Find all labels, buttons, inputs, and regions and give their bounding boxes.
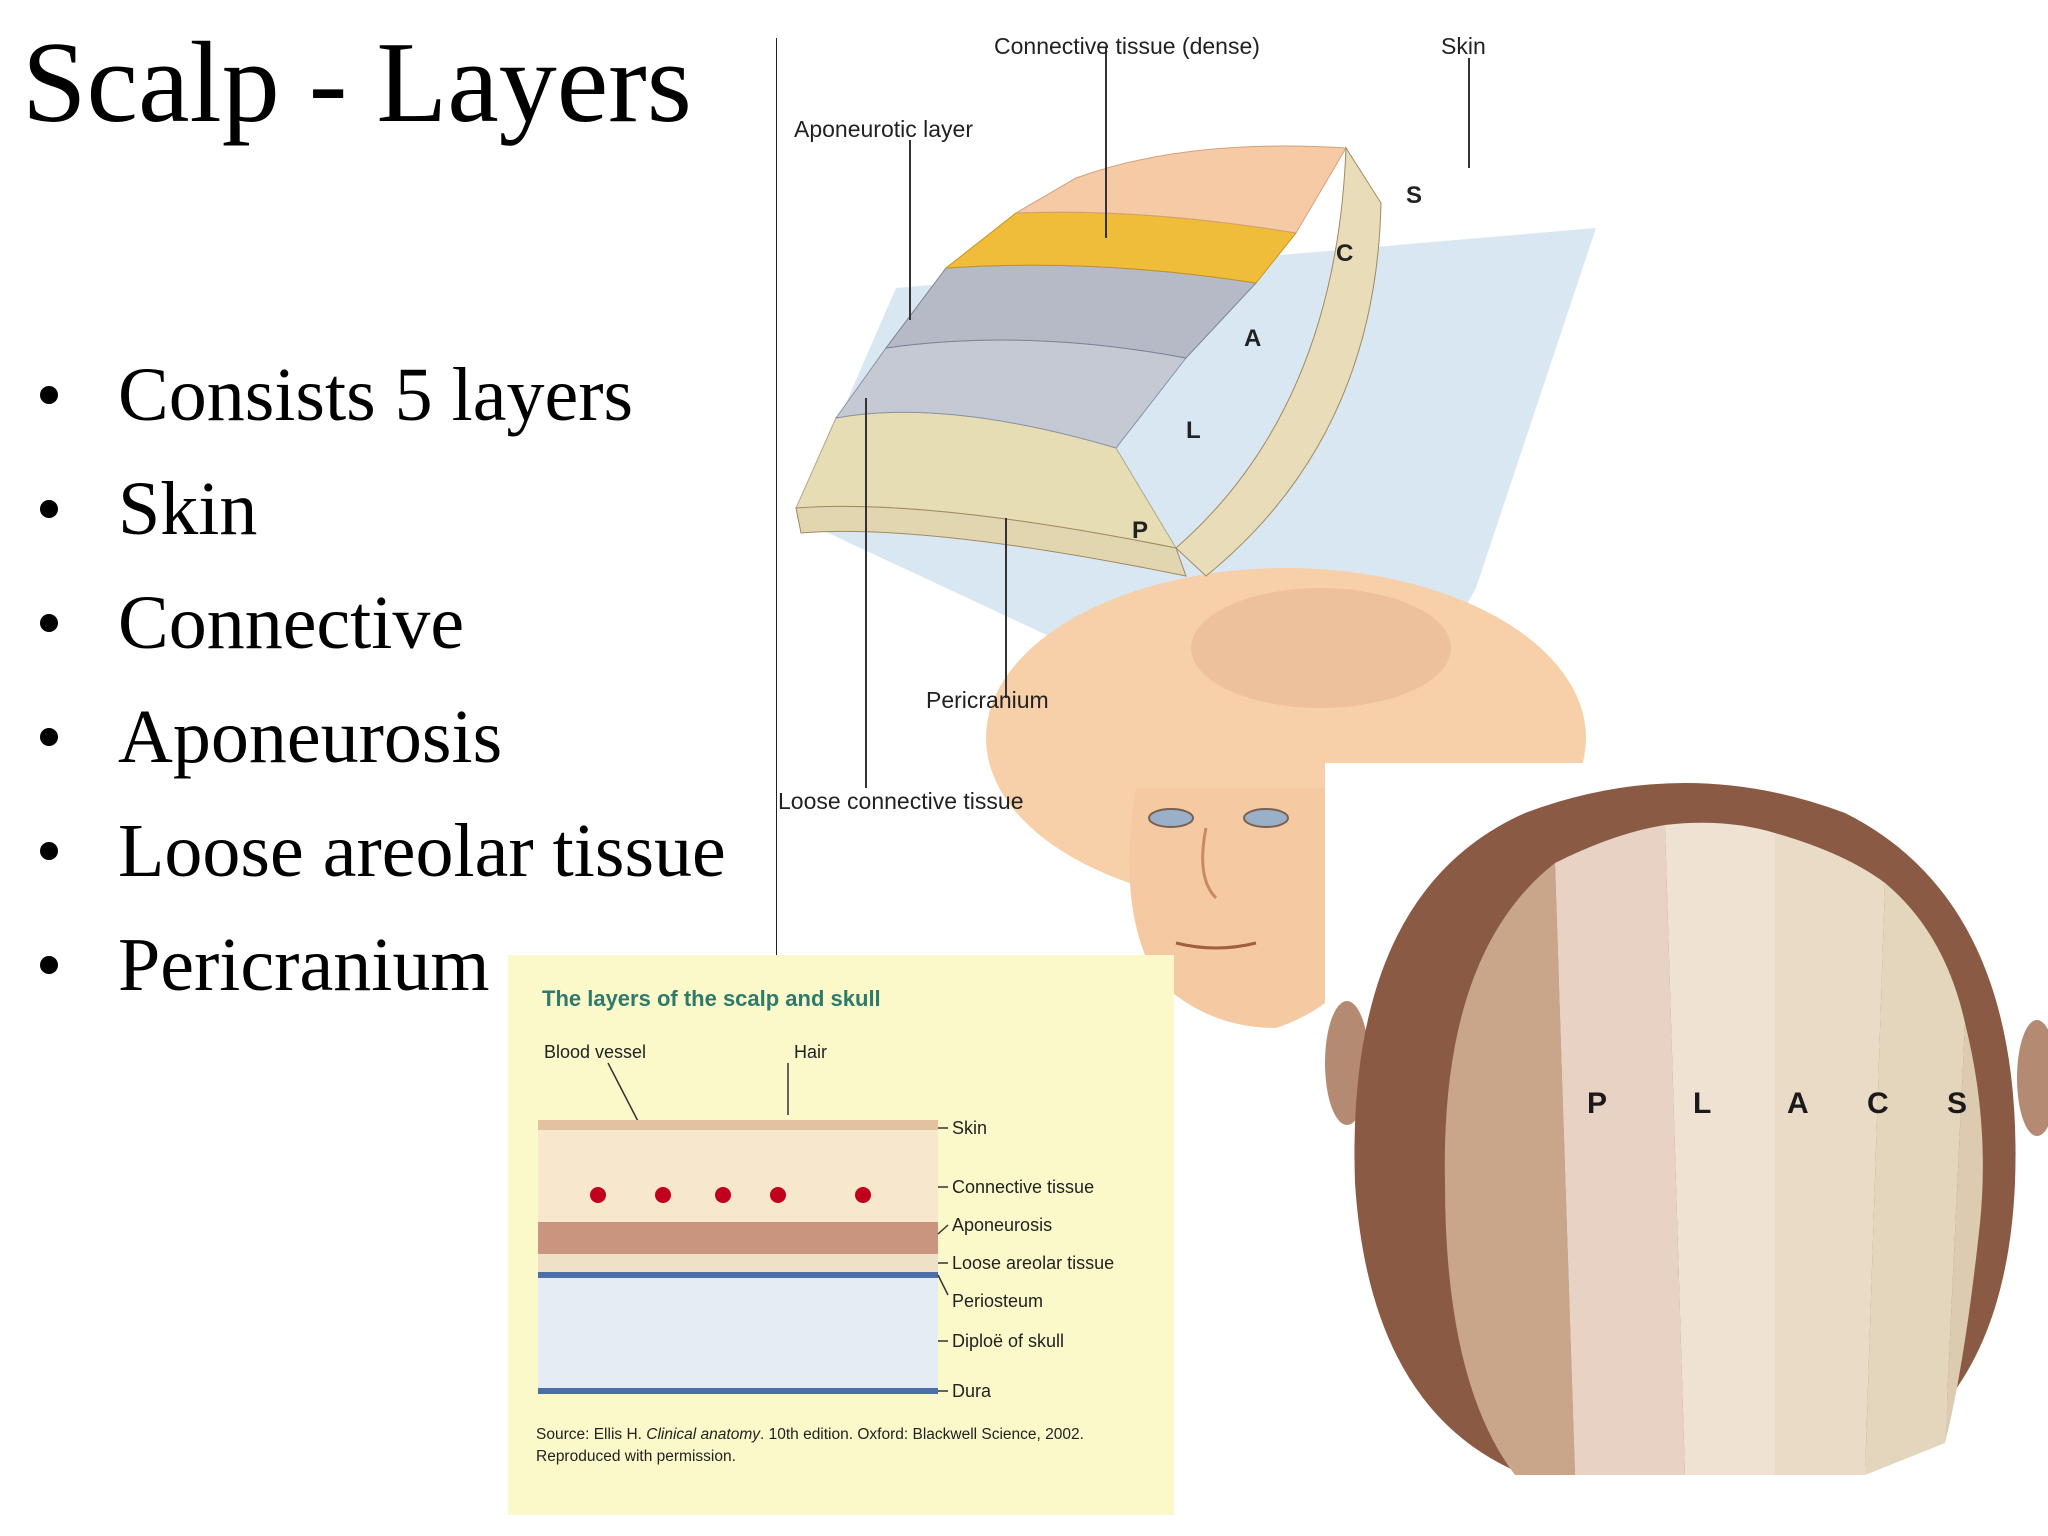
bullet-text: Consists 5 layers xyxy=(118,353,634,437)
bullet-text: Aponeurosis xyxy=(118,695,503,779)
band-dura xyxy=(538,1388,938,1394)
ear-right-icon xyxy=(2017,1020,2048,1136)
bullet-item: Aponeurosis xyxy=(22,680,726,794)
layer-skull-texture xyxy=(795,505,1187,577)
scalp-skull-diagram: The layers of the scalp and skull Blood … xyxy=(508,955,1174,1515)
eye-right-icon xyxy=(1243,808,1289,828)
letter-c: C xyxy=(1336,240,1353,267)
bullet-dot xyxy=(40,386,58,404)
photo-letter-l: L xyxy=(1693,1087,1711,1120)
band-loose-areolar xyxy=(538,1254,938,1272)
blood-vessel-icon xyxy=(655,1187,671,1203)
letter-s: S xyxy=(1406,182,1422,209)
strip-p xyxy=(1555,825,1685,1475)
label-aponeurosis: Aponeurosis xyxy=(952,1215,1052,1235)
label-periosteum: Periosteum xyxy=(952,1291,1043,1311)
dissection-photo-svg: P L A C S xyxy=(1325,763,2048,1475)
band-periosteum xyxy=(538,1272,938,1278)
band-diploe xyxy=(538,1278,938,1388)
label-skin: Skin xyxy=(1441,33,1486,59)
photo-letter-c: C xyxy=(1867,1087,1889,1120)
dissection-photo: P L A C S xyxy=(1325,763,2048,1475)
photo-letter-s: S xyxy=(1947,1087,1967,1120)
label-loose-areolar: Loose areolar tissue xyxy=(952,1253,1114,1273)
label-aponeurotic: Aponeurotic layer xyxy=(794,116,973,142)
strip-l xyxy=(1665,822,1775,1475)
head-face xyxy=(1129,788,1376,1028)
slide-title: Scalp - Layers xyxy=(22,19,692,147)
label-connective-tissue: Connective tissue xyxy=(952,1177,1094,1197)
eye-left-icon xyxy=(1148,808,1194,828)
label-blood-vessel: Blood vessel xyxy=(544,1042,646,1062)
bullet-item: Pericranium xyxy=(22,908,726,1022)
leader-line xyxy=(937,1274,949,1296)
blood-vessel-icon xyxy=(590,1187,606,1203)
blood-vessel-icon xyxy=(715,1187,731,1203)
nose-icon xyxy=(1201,827,1218,900)
letter-p: P xyxy=(1132,517,1148,544)
diagram-title: The layers of the scalp and skull xyxy=(542,986,881,1011)
label-loose-connective: Loose connective tissue xyxy=(778,788,1024,814)
strip-s xyxy=(1945,1023,1983,1443)
source-line-2: Reproduced with permission. xyxy=(536,1448,736,1465)
band-connective xyxy=(538,1130,938,1222)
bullet-dot xyxy=(40,842,58,860)
bullet-text: Skin xyxy=(118,467,258,551)
label-skin-diagram: Skin xyxy=(952,1118,987,1138)
excision-window xyxy=(1191,588,1451,708)
bullet-item: Connective xyxy=(22,566,726,680)
layer-side-face xyxy=(1175,146,1382,577)
bullet-list: Consists 5 layers Skin Connective Aponeu… xyxy=(22,338,726,1022)
source-line-1: Source: Ellis H. Clinical anatomy. 10th … xyxy=(536,1426,1084,1443)
mouth-icon xyxy=(1175,941,1257,950)
bullet-dot xyxy=(40,728,58,746)
label-hair: Hair xyxy=(794,1042,827,1062)
band-aponeurosis xyxy=(538,1222,938,1254)
bullet-dot xyxy=(40,500,58,518)
label-pericranium: Pericranium xyxy=(926,687,1049,713)
label-dura: Dura xyxy=(952,1381,992,1401)
letter-l: L xyxy=(1186,417,1201,444)
bullet-dot xyxy=(40,956,58,974)
bullet-item: Skin xyxy=(22,452,726,566)
strip-c xyxy=(1865,883,1965,1475)
scalp-skull-svg: The layers of the scalp and skull Blood … xyxy=(508,955,1174,1515)
bullet-item: Loose areolar tissue xyxy=(22,794,726,908)
blood-vessel-icon xyxy=(770,1187,786,1203)
leader-line xyxy=(937,1224,949,1235)
strip-a xyxy=(1775,833,1885,1475)
scalp-layers-svg: Connective tissue (dense) Skin Aponeurot… xyxy=(775,33,1596,1028)
blood-vessel-icon xyxy=(855,1187,871,1203)
bullet-dot xyxy=(40,614,58,632)
scalp-layers-illustration: Connective tissue (dense) Skin Aponeurot… xyxy=(775,28,1616,1028)
bullet-text: Connective xyxy=(118,581,465,665)
bullet-text: Pericranium xyxy=(118,923,490,1007)
label-diploe: Diploë of skull xyxy=(952,1331,1064,1351)
photo-letter-p: P xyxy=(1587,1087,1607,1120)
photo-letter-a: A xyxy=(1787,1087,1809,1120)
brain-region xyxy=(1444,863,1575,1475)
band-skin xyxy=(538,1120,938,1130)
bullet-item: Consists 5 layers xyxy=(22,338,726,452)
bullet-text: Loose areolar tissue xyxy=(118,809,726,893)
letter-a: A xyxy=(1244,325,1261,352)
label-connective-dense: Connective tissue (dense) xyxy=(994,33,1260,59)
